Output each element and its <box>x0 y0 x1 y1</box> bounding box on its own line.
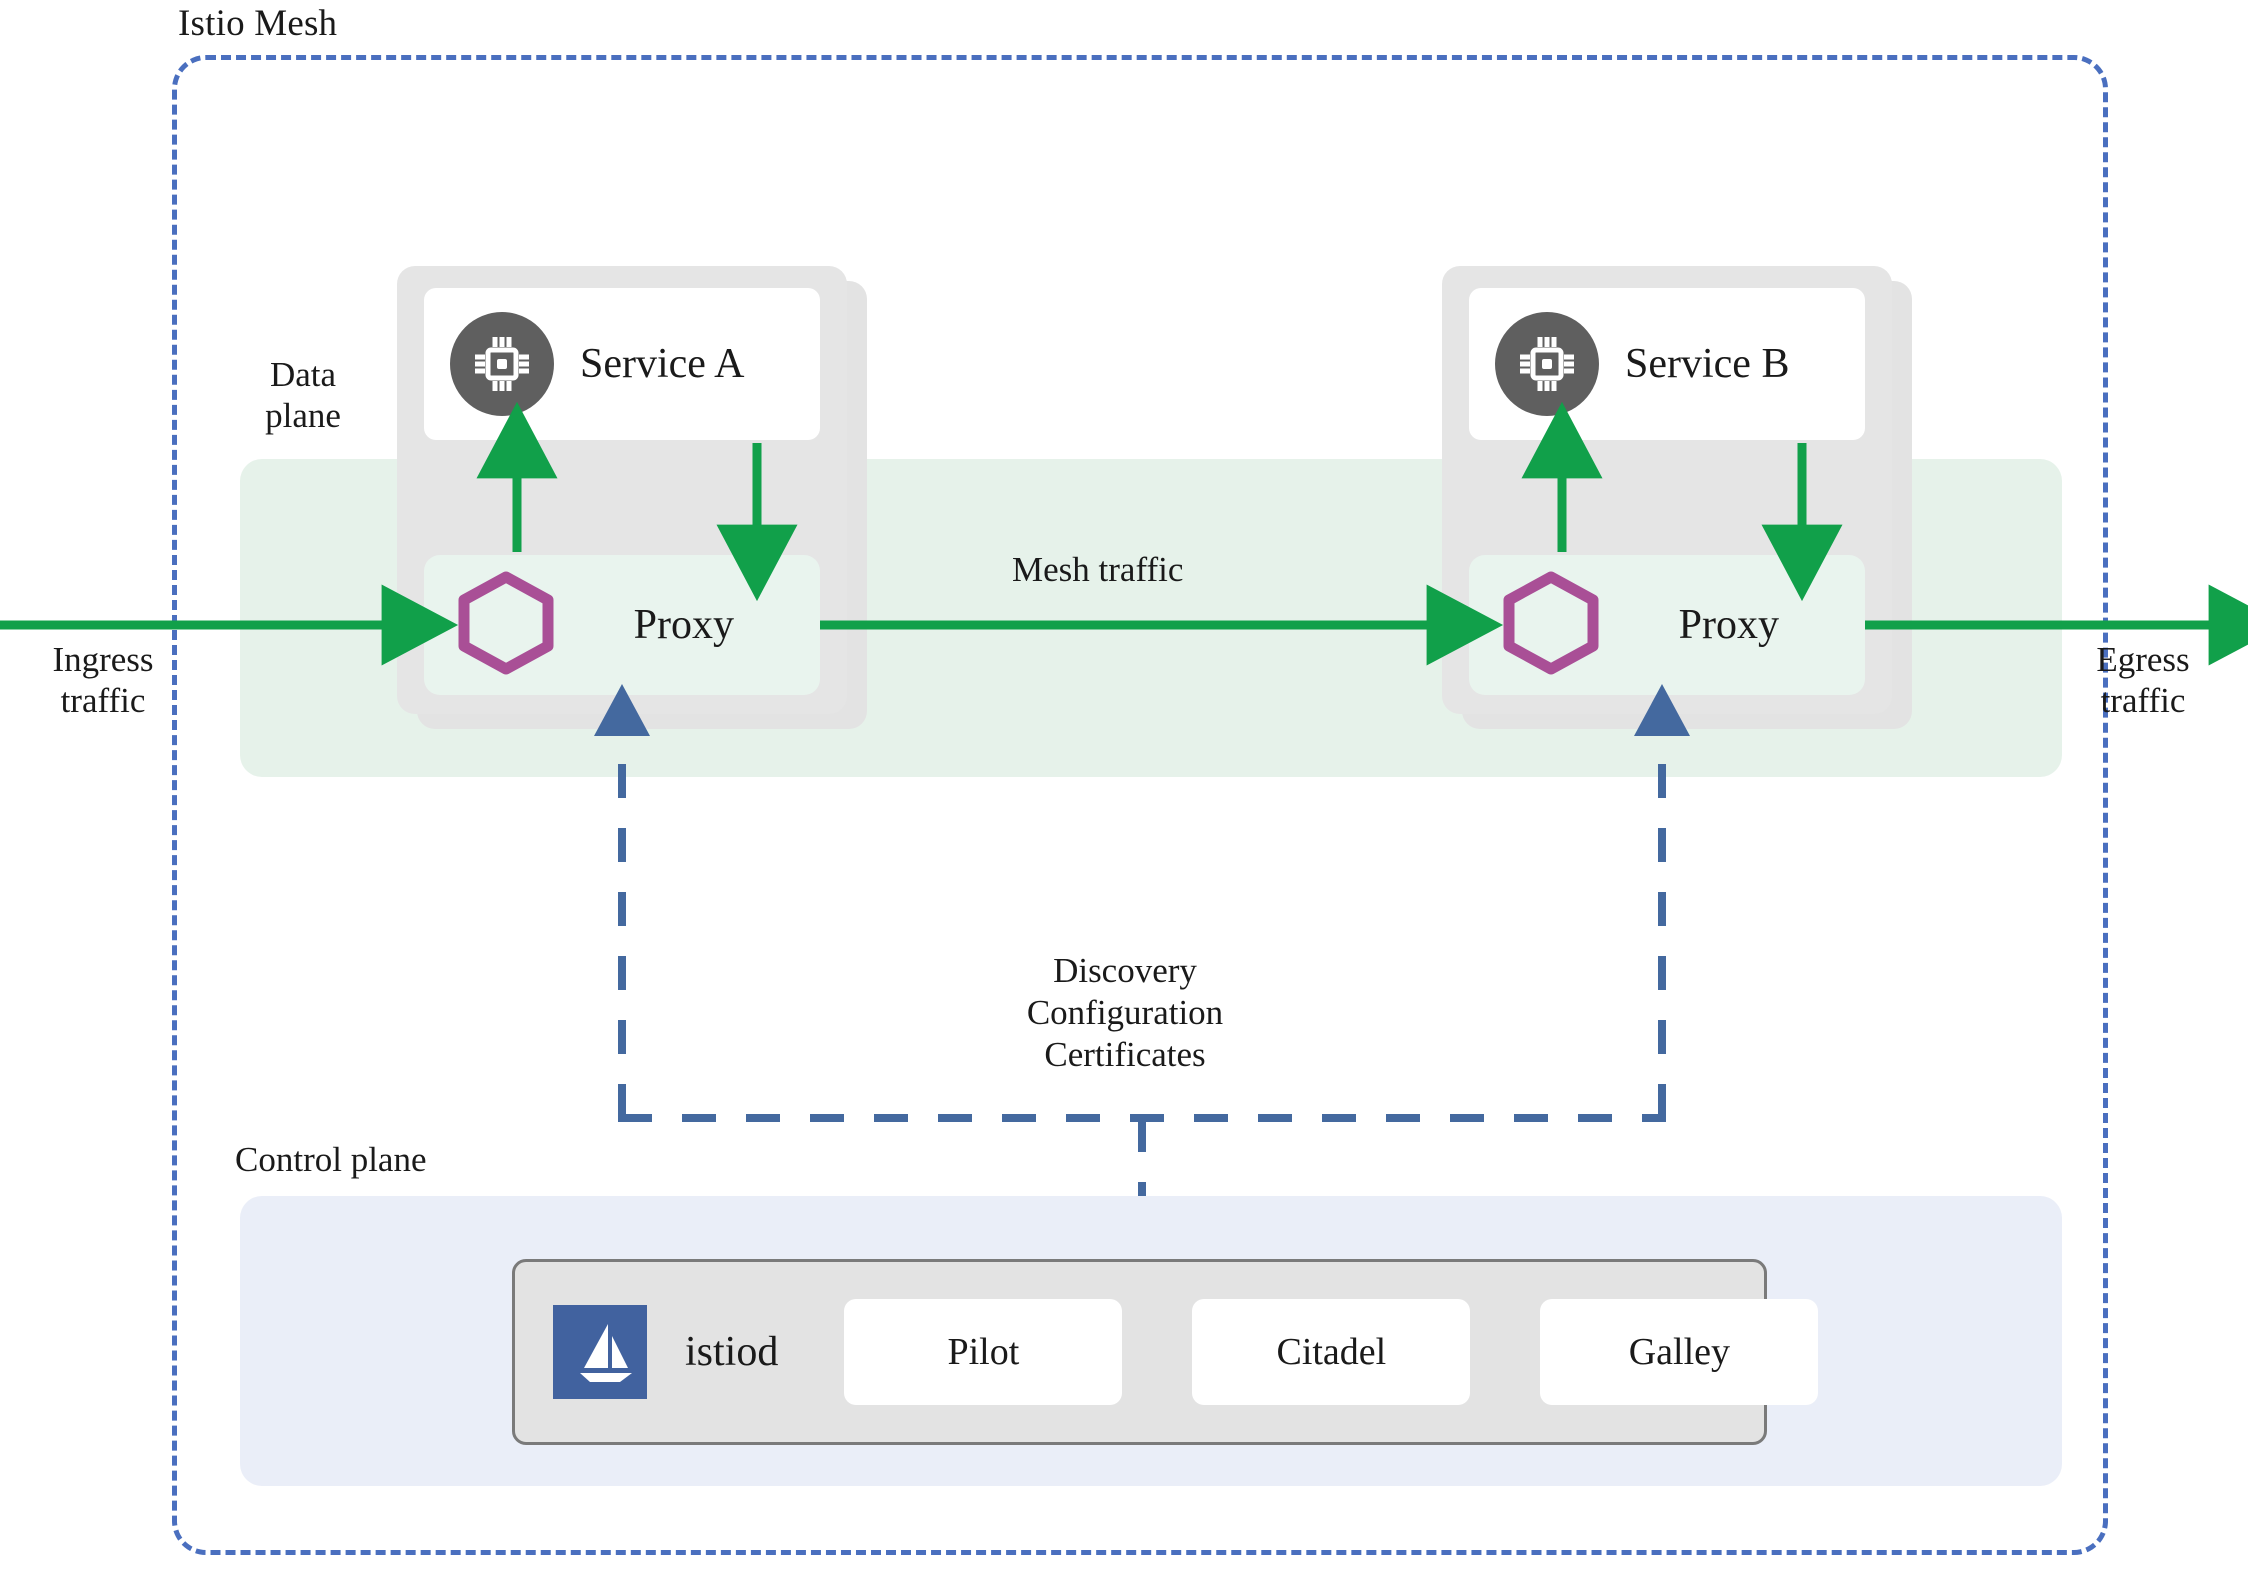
proxy-a-card[interactable]: Proxy <box>424 555 820 695</box>
component-galley-label: Galley <box>1628 1331 1730 1373</box>
proxy-b-label: Proxy <box>1678 602 1779 648</box>
component-galley[interactable]: Galley <box>1540 1299 1819 1405</box>
istio-mesh-title: Istio Mesh <box>178 3 338 44</box>
egress-label-line2: traffic <box>2100 680 2186 720</box>
component-citadel-label: Citadel <box>1276 1331 1387 1373</box>
ingress-label-line1: Ingress <box>52 640 154 679</box>
egress-traffic-label: Egress traffic <box>2058 640 2228 721</box>
control-connector-label: Discovery Configuration Certificates <box>1000 950 1250 1076</box>
proxy-a-label: Proxy <box>633 602 734 648</box>
istio-mesh-boundary <box>172 55 2108 1555</box>
hexagon-icon <box>458 571 554 680</box>
data-plane-label: Data plane <box>238 355 368 436</box>
component-citadel[interactable]: Citadel <box>1192 1299 1471 1405</box>
component-pilot-label: Pilot <box>947 1331 1020 1373</box>
cpu-chip-icon <box>1495 312 1599 416</box>
service-a-card[interactable]: Service A <box>424 288 820 440</box>
service-b-card[interactable]: Service B <box>1469 288 1865 440</box>
istiod-label: istiod <box>685 1329 779 1375</box>
control-connector-line3: Certificates <box>1044 1035 1206 1074</box>
ingress-label-line2: traffic <box>60 680 146 720</box>
service-a-label: Service A <box>580 341 745 387</box>
control-connector-line2: Configuration <box>1026 993 1224 1032</box>
control-plane-label: Control plane <box>235 1140 427 1179</box>
proxy-b-card[interactable]: Proxy <box>1469 555 1865 695</box>
component-pilot[interactable]: Pilot <box>844 1299 1123 1405</box>
egress-label-line1: Egress <box>2096 640 2190 679</box>
istio-sail-icon <box>553 1305 647 1399</box>
data-plane-label-line1: Data <box>269 355 337 394</box>
control-connector-line1: Discovery <box>1053 951 1197 990</box>
service-b-label: Service B <box>1625 341 1790 387</box>
cpu-chip-icon <box>450 312 554 416</box>
data-plane-label-line2: plane <box>265 395 341 435</box>
istiod-box[interactable]: istiod Pilot Citadel Galley <box>512 1259 1819 1445</box>
hexagon-icon <box>1503 571 1599 680</box>
ingress-traffic-label: Ingress traffic <box>18 640 188 721</box>
mesh-traffic-label: Mesh traffic <box>1012 550 1184 589</box>
